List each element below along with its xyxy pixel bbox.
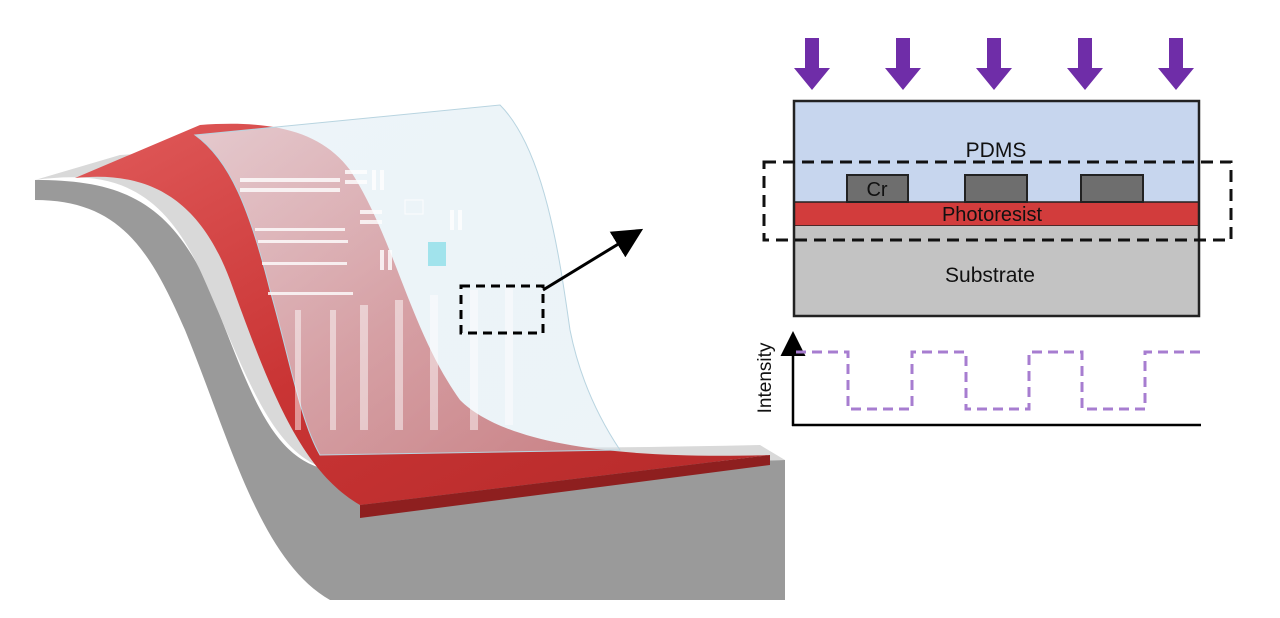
uv-light-arrows: [794, 38, 1194, 90]
flexible-substrate-illustration: [35, 104, 785, 600]
cr-pad: [1080, 174, 1144, 203]
grey-base-side: [35, 180, 785, 600]
detail-region-box: [762, 160, 1233, 242]
substrate-label: Substrate: [945, 264, 1035, 287]
red-sheet-edge: [360, 455, 770, 518]
intensity-profile-line: [796, 350, 1200, 411]
cr-pad: [964, 174, 1028, 203]
pdms-label: PDMS: [966, 139, 1027, 162]
y-axis-label: Intensity: [755, 342, 776, 413]
cr-label: Cr: [866, 179, 887, 201]
uv-arrow-icon: [976, 38, 1012, 90]
cr-pad: [846, 174, 909, 203]
zoom-arrow: [542, 228, 644, 292]
intensity-plot: Intensity: [755, 331, 1201, 427]
uv-arrow-icon: [885, 38, 921, 90]
uv-arrow-icon: [1158, 38, 1194, 90]
uv-arrow-icon: [794, 38, 830, 90]
pdms-mask: [193, 104, 621, 456]
uv-arrow-icon: [1067, 38, 1103, 90]
resolution-target-pattern: [240, 170, 513, 430]
stack-outline: [792, 99, 1201, 318]
zoom-region-box: [459, 284, 545, 335]
cross-section: PDMS Cr Photoresist Substrate: [762, 99, 1233, 318]
photoresist-label: Photoresist: [942, 204, 1042, 226]
